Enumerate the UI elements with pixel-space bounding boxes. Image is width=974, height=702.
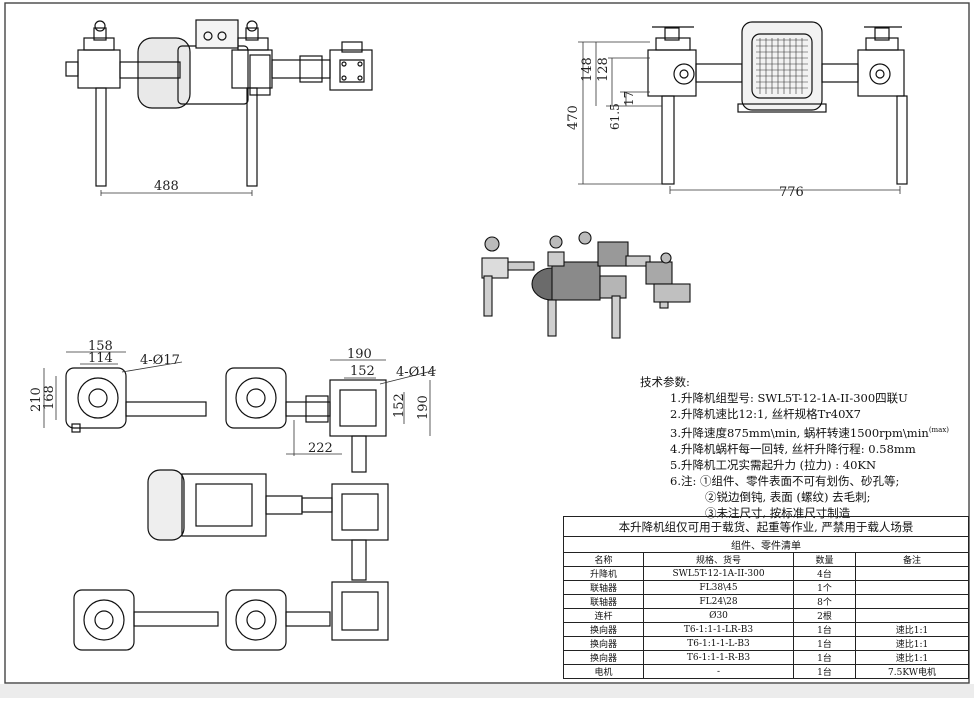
plan-view [65, 367, 389, 651]
bom-banner: 本升降机组仅可用于载货、起重等作业, 严禁用于载人场景 [563, 516, 969, 537]
bom-cell: 1台 [793, 650, 856, 665]
bom-cell: SWL5T-12-1A-II-300 [643, 566, 794, 581]
dim-190-top: 190 [347, 347, 372, 362]
bom-cell: 1个 [793, 580, 856, 595]
tech-item-3-sup: (max) [928, 426, 950, 434]
bom-cell: 4台 [793, 566, 856, 581]
dim-17: 17 [622, 91, 636, 106]
tech-item-2: 2.升降机速比12:1, 丝杆规格Tr40X7 [670, 407, 861, 421]
tech-item-5: 5.升降机工况实需起升力 (拉力) : 40KN [670, 457, 877, 472]
bom-cell: 速比1:1 [855, 622, 969, 637]
isometric-view [481, 231, 691, 339]
bom-table: 本升降机组仅可用于载货、起重等作业, 严禁用于载人场景 组件、零件清单 名称 规… [563, 516, 969, 679]
dim-190-side: 190 [416, 395, 431, 420]
bom-cell [855, 608, 969, 623]
bom-cell: FL38\45 [643, 580, 794, 595]
bom-cell: 换向器 [563, 650, 644, 665]
bom-header-qty: 数量 [793, 552, 856, 567]
tech-item-4: 4.升降机蜗杆每一回转, 丝杆升降行程: 0.58mm [670, 441, 916, 456]
tech-item-6: 6.注: ①组件、零件表面不可有划伤、砂孔等; [670, 473, 900, 488]
bom-cell: Ø30 [643, 608, 794, 623]
bom-list-title: 组件、零件清单 [563, 536, 969, 553]
side-dims [578, 41, 901, 194]
dim-776: 776 [779, 185, 804, 200]
dim-61-5: 61.5 [608, 103, 622, 130]
bom-cell: 速比1:1 [855, 636, 969, 651]
dim-488: 488 [154, 179, 179, 194]
dim-158: 158 [88, 339, 113, 354]
dim-152-side: 152 [392, 393, 407, 418]
bom-cell: 换向器 [563, 636, 644, 651]
dim-168: 168 [42, 385, 57, 410]
front-view [65, 19, 373, 187]
dim-222: 222 [308, 441, 333, 456]
bom-cell: 8个 [793, 594, 856, 609]
bom-cell: 换向器 [563, 622, 644, 637]
bom-header-row: 名称 规格、货号 数量 备注 [563, 552, 969, 567]
bom-cell: - [643, 664, 794, 679]
bom-cell: 速比1:1 [855, 650, 969, 665]
front-dim-488 [100, 190, 253, 196]
bom-cell: 7.5KW电机 [855, 664, 969, 679]
page-gap [0, 684, 974, 698]
dim-152-top: 152 [350, 364, 375, 379]
dim-148: 148 [580, 57, 595, 82]
bom-cell: T6-1:1-1-L-B3 [643, 636, 794, 651]
dim-210: 210 [29, 387, 44, 412]
bom-cell: 连杆 [563, 608, 644, 623]
bom-cell: T6-1:1-1-R-B3 [643, 650, 794, 665]
bom-cell: 1台 [793, 664, 856, 679]
bom-cell [855, 580, 969, 595]
dim-hole-4-17: 4-Ø17 [140, 353, 180, 368]
tech-item-1: 1.升降机组型号: SWL5T-12-1A-II-300四联U [670, 391, 908, 405]
bom-cell: 2根 [793, 608, 856, 623]
dim-128: 128 [596, 57, 611, 82]
dim-470: 470 [566, 105, 581, 130]
tech-title: 技术参数: [640, 375, 690, 389]
bom-cell: 1台 [793, 622, 856, 637]
tech-params: 技术参数: 1.升降机组型号: SWL5T-12-1A-II-300四联U 2.… [640, 374, 949, 521]
tech-subnote-2: ②锐边倒钝, 表面 (螺纹) 去毛刺; [705, 489, 871, 504]
plan-dims [43, 351, 437, 456]
bom-cell: 电机 [563, 664, 644, 679]
bom-cell: T6-1:1-1-LR-B3 [643, 622, 794, 637]
bom-cell: 联轴器 [563, 580, 644, 595]
tech-item-3-text: 3.升降速度875mm\min, 蜗杆转速1500rpm\min [670, 425, 929, 440]
bom-header-name: 名称 [563, 552, 644, 567]
bom-cell [855, 594, 969, 609]
bom-cell: 联轴器 [563, 594, 644, 609]
dim-114: 114 [88, 351, 113, 366]
bom-header-spec: 规格、货号 [643, 552, 794, 567]
bom-cell: 升降机 [563, 566, 644, 581]
dim-hole-4-14: 4-Ø14 [396, 365, 436, 380]
tech-item-3: 3.升降速度875mm\min, 蜗杆转速1500rpm\min(max) [670, 422, 949, 441]
bom-cell: 1台 [793, 636, 856, 651]
bom-cell: FL24\28 [643, 594, 794, 609]
bom-cell [855, 566, 969, 581]
motor-grille [756, 38, 808, 94]
bom-header-remark: 备注 [855, 552, 969, 567]
sheet-border [4, 2, 970, 684]
